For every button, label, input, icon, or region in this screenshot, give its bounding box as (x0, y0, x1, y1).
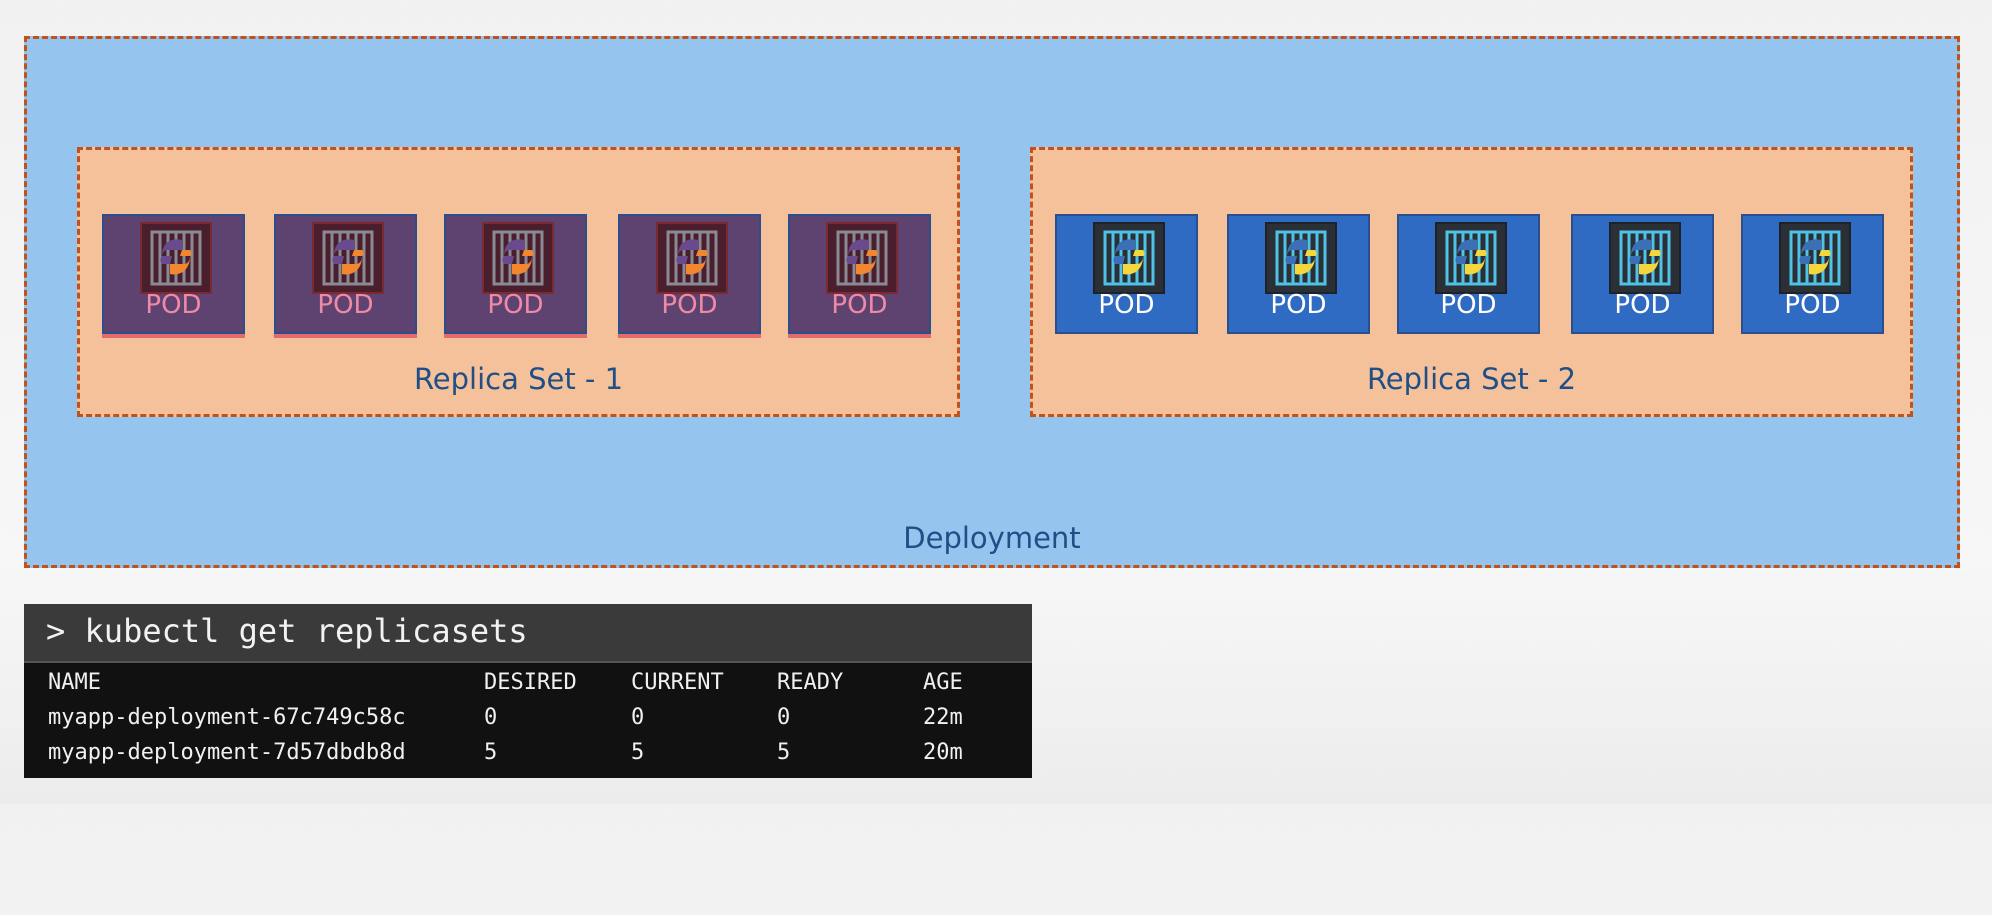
pod-label: POD (1784, 290, 1841, 320)
python-container-icon (1779, 222, 1851, 294)
header-desired: DESIRED (484, 670, 577, 695)
table-header-row: NAME DESIRED CURRENT READY AGE (48, 670, 963, 705)
replica-set-2-label: Replica Set - 2 (1366, 362, 1577, 396)
cell-name: myapp-deployment-7d57dbdb8d (48, 740, 406, 765)
pod-label: POD (487, 290, 544, 320)
python-container-icon (1435, 222, 1507, 294)
replica-set-1-label: Replica Set - 1 (413, 362, 624, 396)
pod-old: POD (788, 214, 931, 334)
header-name: NAME (48, 670, 101, 695)
header-ready: READY (777, 670, 844, 695)
replicasets-output-table: NAME DESIRED CURRENT READY AGE myapp-dep… (48, 670, 963, 775)
pod-label: POD (1614, 290, 1671, 320)
pod-old: POD (102, 214, 245, 334)
replica-set-2: POD POD (1030, 147, 1913, 417)
replica-set-1: POD POD (77, 147, 960, 417)
cell-age: 20m (923, 740, 963, 765)
pod-new: POD (1055, 214, 1198, 334)
header-age: AGE (923, 670, 963, 695)
python-container-icon (826, 222, 898, 294)
cell-current: 0 (631, 705, 645, 730)
table-row: myapp-deployment-7d57dbdb8d 5 5 5 20m (48, 740, 963, 775)
pod-new: POD (1397, 214, 1540, 334)
cell-desired: 5 (484, 740, 498, 765)
python-container-icon (312, 222, 384, 294)
terminal-header: > kubectl get replicasets (24, 604, 1032, 663)
cell-current: 5 (631, 740, 645, 765)
python-container-icon (1609, 222, 1681, 294)
pod-old: POD (274, 214, 417, 334)
table-row: myapp-deployment-67c749c58c 0 0 0 22m (48, 705, 963, 740)
pod-label: POD (1270, 290, 1327, 320)
cell-name: myapp-deployment-67c749c58c (48, 705, 406, 730)
pod-new: POD (1741, 214, 1884, 334)
python-container-icon (1093, 222, 1165, 294)
python-container-icon (482, 222, 554, 294)
pod-new: POD (1571, 214, 1714, 334)
pod-label: POD (317, 290, 374, 320)
pod-label: POD (1440, 290, 1497, 320)
pod-label: POD (1098, 290, 1155, 320)
cell-ready: 5 (777, 740, 791, 765)
terminal-command: > kubectl get replicasets (46, 612, 528, 650)
pod-label: POD (831, 290, 888, 320)
cell-age: 22m (923, 705, 963, 730)
python-container-icon (140, 222, 212, 294)
python-container-icon (656, 222, 728, 294)
pod-label: POD (145, 290, 202, 320)
deployment-label: Deployment (903, 521, 1081, 555)
deployment-box: POD POD (24, 36, 1960, 568)
pod-old: POD (444, 214, 587, 334)
pod-old: POD (618, 214, 761, 334)
cell-ready: 0 (777, 705, 791, 730)
cell-desired: 0 (484, 705, 498, 730)
pod-new: POD (1227, 214, 1370, 334)
terminal-window: > kubectl get replicasets NAME DESIRED C… (24, 604, 1032, 778)
python-container-icon (1265, 222, 1337, 294)
pod-label: POD (661, 290, 718, 320)
header-current: CURRENT (631, 670, 724, 695)
